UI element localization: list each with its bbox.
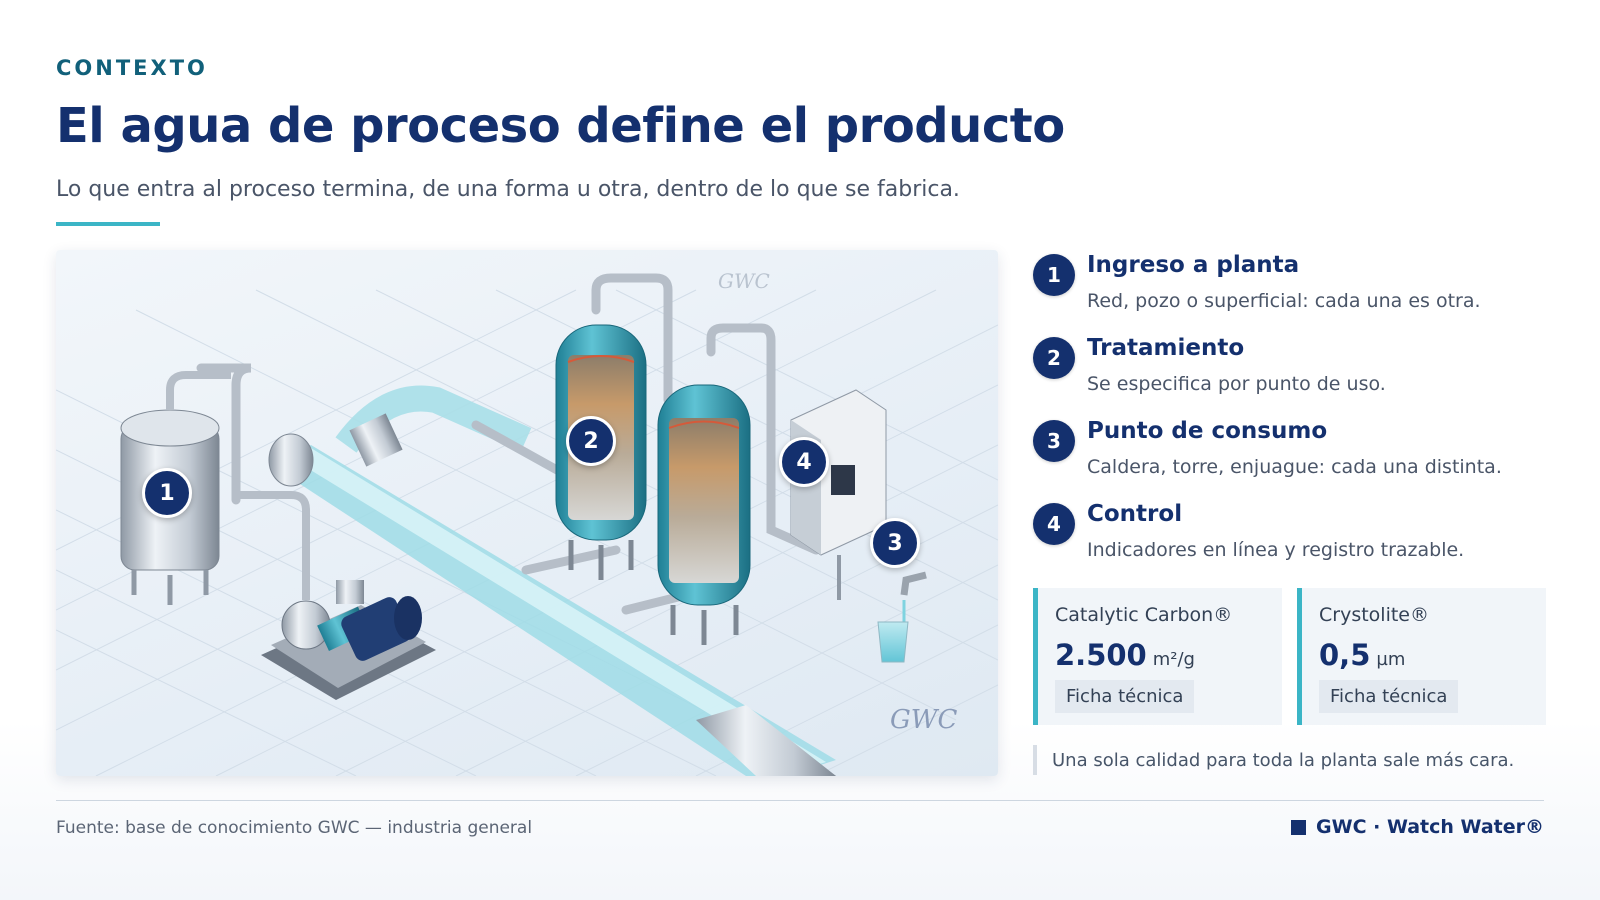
- watermark-bottom: GWC: [890, 705, 957, 735]
- process-pipes: [196, 273, 821, 615]
- product-name: Catalytic Carbon®: [1055, 604, 1233, 626]
- intake-tank: [120, 371, 231, 605]
- pump-unit: [236, 491, 436, 700]
- step-number-badge: 4: [1033, 503, 1075, 545]
- step-description: Se especifica por punto de uso.: [1087, 373, 1386, 395]
- datasheet-button[interactable]: Ficha técnica: [1055, 680, 1195, 713]
- step-description: Caldera, torre, enjuague: cada una disti…: [1087, 456, 1502, 478]
- plant-diagram: GWC GWC: [56, 269, 998, 776]
- title-accent-line: [56, 222, 160, 226]
- spec-unit: m²/g: [1152, 649, 1195, 670]
- step-description: Indicadores en línea y registro trazable…: [1087, 539, 1465, 561]
- callout-note: Una sola calidad para toda la planta sal…: [1033, 745, 1514, 775]
- step-control: 4 Control Indicadores en línea y registr…: [1033, 499, 1553, 579]
- brand-footer: GWC · Watch Water®: [1291, 816, 1544, 838]
- source-citation: Fuente: base de conocimiento GWC — indus…: [56, 818, 533, 838]
- marker-control[interactable]: 4: [779, 437, 829, 487]
- datasheet-button[interactable]: Ficha técnica: [1319, 680, 1459, 713]
- watermark-top: GWC: [718, 269, 770, 293]
- page-subtitle: Lo que entra al proceso termina, de una …: [56, 177, 960, 202]
- page-title: El agua de proceso define el producto: [56, 98, 1065, 154]
- step-intake: 1 Ingreso a planta Red, pozo o superfici…: [1033, 250, 1553, 330]
- step-title: Punto de consumo: [1087, 418, 1328, 444]
- tap-and-glass: [877, 571, 927, 663]
- footer-divider: [56, 800, 1544, 801]
- process-illustration: GWC GWC 1 2 4 3: [56, 250, 998, 776]
- brand-name: GWC · Watch Water®: [1316, 816, 1544, 838]
- step-title: Tratamiento: [1087, 335, 1245, 361]
- marker-intake[interactable]: 1: [142, 468, 192, 518]
- step-title: Ingreso a planta: [1087, 252, 1300, 278]
- step-number-badge: 2: [1033, 337, 1075, 379]
- spec-unit: µm: [1376, 649, 1406, 670]
- step-title: Control: [1087, 501, 1183, 527]
- filter-vessel-2: [657, 384, 751, 645]
- step-number-badge: 1: [1033, 254, 1075, 296]
- step-treatment: 2 Tratamiento Se especifica por punto de…: [1033, 333, 1553, 413]
- step-consumption: 3 Punto de consumo Caldera, torre, enjua…: [1033, 416, 1553, 496]
- section-eyebrow: CONTEXTO: [56, 56, 208, 80]
- step-number-badge: 3: [1033, 420, 1075, 462]
- spec-value: 2.500: [1055, 638, 1147, 672]
- step-description: Red, pozo o superficial: cada una es otr…: [1087, 290, 1481, 312]
- marker-consumption[interactable]: 3: [870, 518, 920, 568]
- brand-square-icon: [1291, 819, 1307, 835]
- main-pipe: [268, 385, 836, 776]
- spec-value: 0,5: [1319, 638, 1371, 672]
- product-name: Crystolite®: [1319, 604, 1429, 626]
- marker-treatment[interactable]: 2: [566, 416, 616, 466]
